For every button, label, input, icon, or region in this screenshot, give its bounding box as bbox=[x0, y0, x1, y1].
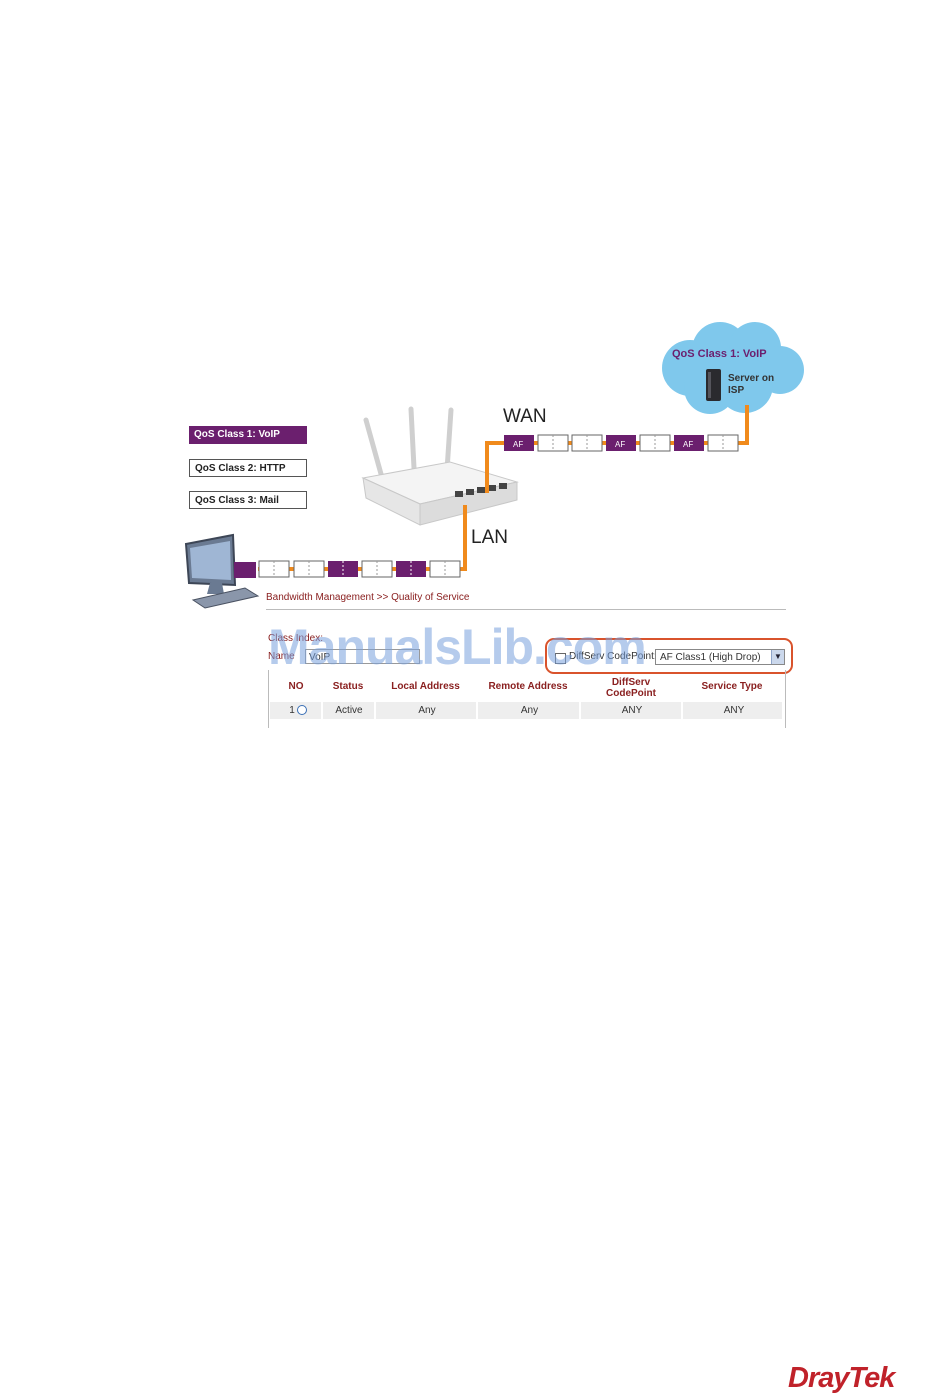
col-local-address: Local Address bbox=[391, 681, 460, 692]
row-status: Active bbox=[335, 705, 363, 716]
af-packet-label: AF bbox=[683, 440, 693, 449]
col-no: NO bbox=[288, 681, 304, 692]
lan-label: LAN bbox=[471, 527, 508, 548]
breadcrumb-divider bbox=[266, 609, 786, 610]
name-input[interactable]: VoIP bbox=[305, 649, 420, 664]
row-remote: Any bbox=[520, 705, 539, 716]
dscp-select[interactable]: AF Class1 (High Drop) ▼ bbox=[655, 649, 785, 665]
lan-packet-queue bbox=[258, 560, 461, 578]
legend-http: QoS Class 2: HTTP bbox=[189, 459, 307, 477]
router-icon bbox=[361, 406, 519, 526]
server-label: Server on ISP bbox=[728, 373, 775, 396]
highlight-outline bbox=[545, 638, 793, 674]
tag-checkbox[interactable] bbox=[555, 653, 566, 664]
row-no-value: 1 bbox=[289, 705, 295, 716]
server-icon bbox=[706, 369, 721, 401]
dscp-select-value: AF Class1 (High Drop) bbox=[660, 652, 761, 663]
col-remote-address: Remote Address bbox=[488, 681, 568, 692]
name-label: Name bbox=[268, 651, 295, 662]
network-diagram: AF AF AF bbox=[184, 322, 804, 609]
breadcrumb: Bandwidth Management >> Quality of Servi… bbox=[266, 592, 470, 603]
class-index-label: Class Index: bbox=[268, 633, 324, 644]
legend-mail: QoS Class 3: Mail bbox=[189, 491, 307, 509]
row-no: 1 bbox=[278, 705, 318, 716]
af-packet-label: AF bbox=[615, 440, 625, 449]
legend-voip: QoS Class 1: VoIP bbox=[189, 426, 307, 444]
af-packet-label: AF bbox=[513, 440, 523, 449]
chevron-down-icon[interactable]: ▼ bbox=[771, 650, 784, 664]
col-service-type: Service Type bbox=[701, 681, 763, 692]
row-service: ANY bbox=[723, 705, 745, 716]
wan-label: WAN bbox=[503, 406, 547, 427]
rules-table bbox=[268, 670, 786, 728]
table-row bbox=[270, 702, 782, 719]
cloud-title: QoS Class 1: VoIP bbox=[672, 348, 767, 360]
draytek-logo: DrayTek bbox=[788, 1362, 895, 1394]
computer-icon bbox=[184, 533, 260, 609]
wan-packet-queue: AF AF AF bbox=[504, 434, 739, 452]
row-dscp: ANY bbox=[621, 705, 643, 716]
watermark: ManualsLib.com bbox=[268, 619, 647, 675]
tag-label: DiffServ CodePoint: bbox=[569, 651, 657, 662]
row-local: Any bbox=[418, 705, 436, 716]
col-diffserv: DiffServ CodePoint bbox=[606, 677, 656, 699]
col-status: Status bbox=[332, 681, 364, 692]
row-select-radio[interactable] bbox=[296, 705, 307, 716]
isp-cloud bbox=[662, 322, 804, 414]
